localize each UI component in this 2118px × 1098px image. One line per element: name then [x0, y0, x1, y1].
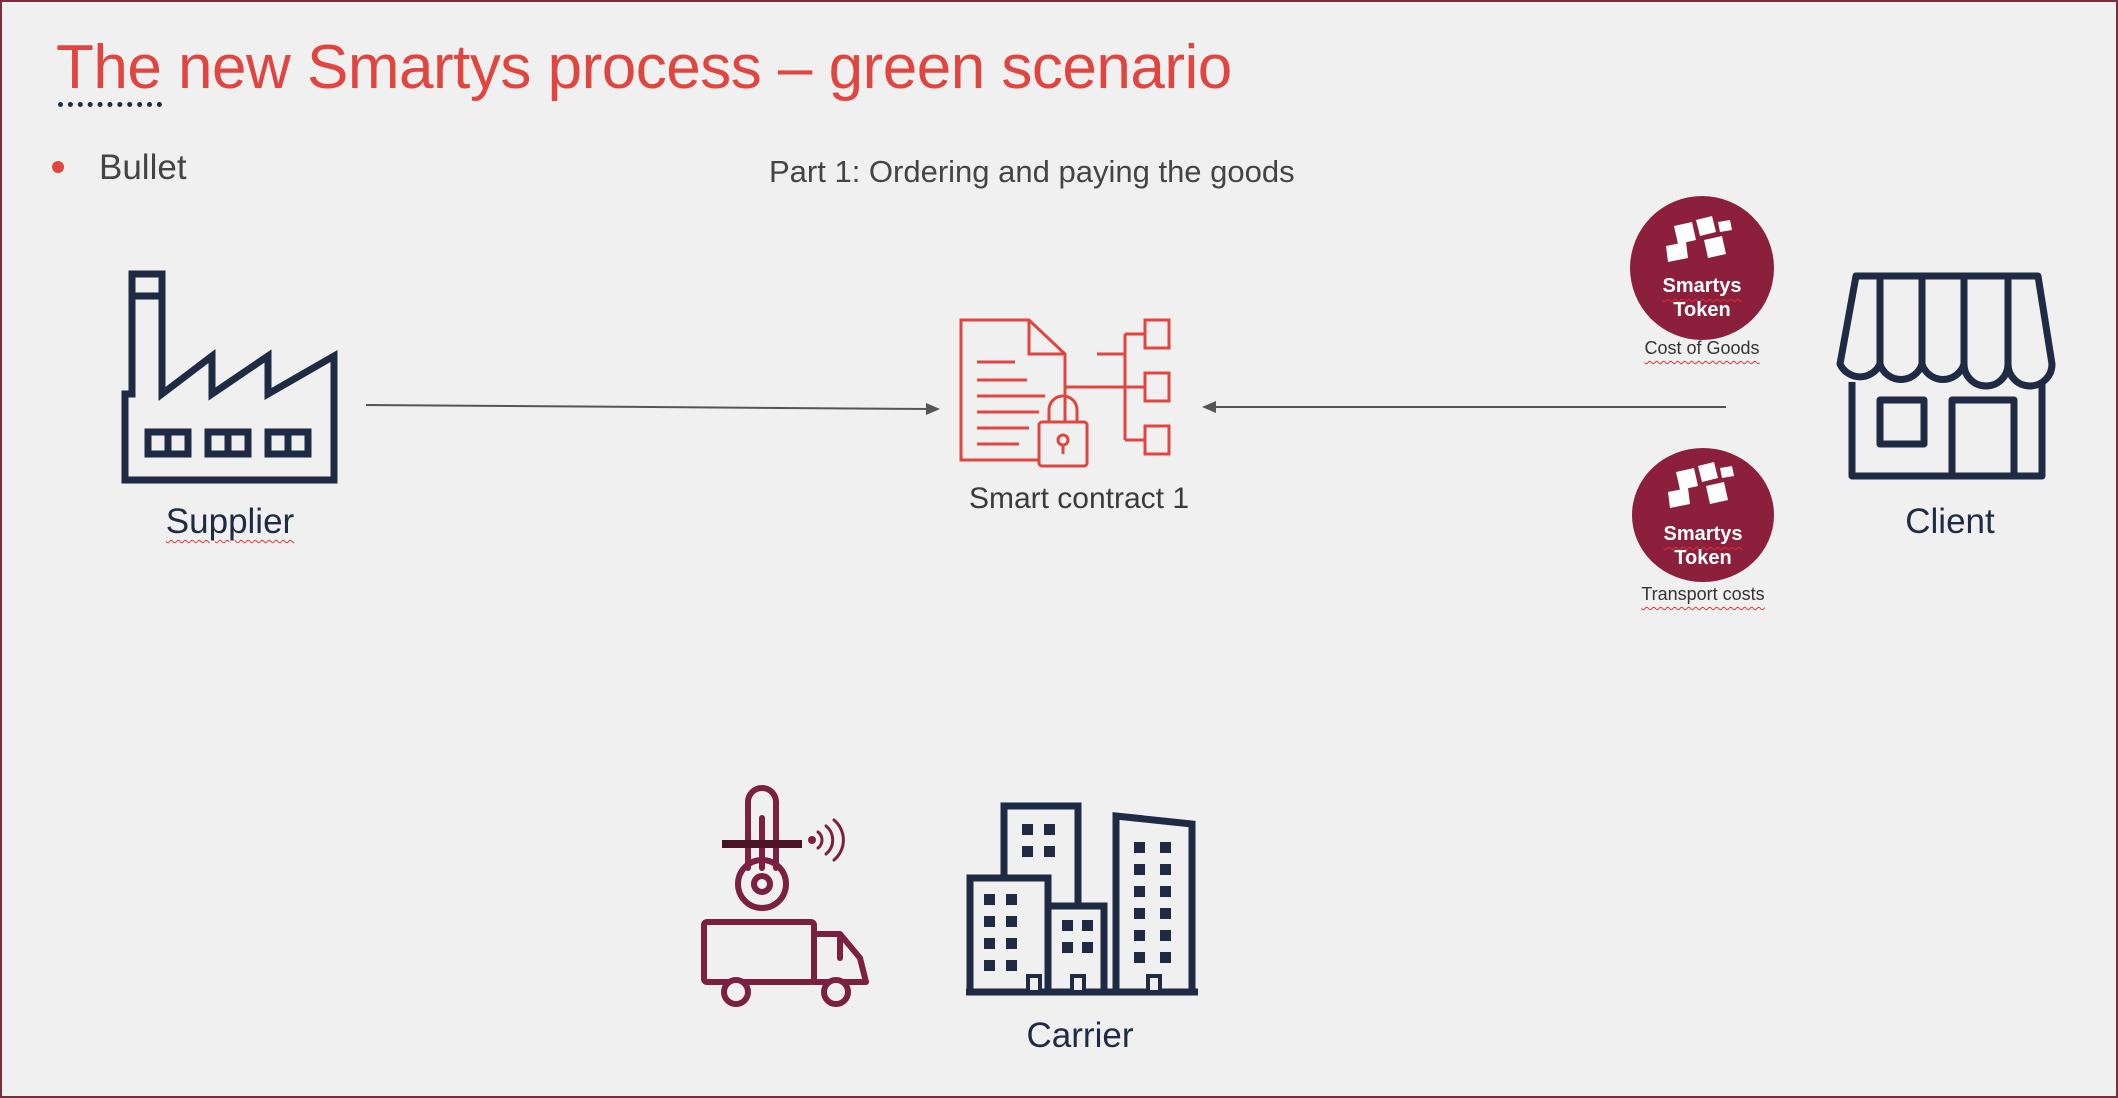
- arrow-client-to-contract: [1202, 401, 1726, 413]
- factory-icon: [121, 270, 338, 484]
- storefront-icon: [1836, 272, 2056, 480]
- carrier-label: Carrier: [1026, 1016, 1134, 1055]
- smart-contract-icon: [959, 318, 1171, 468]
- slide-title: The new Smartys process – green scenario: [56, 33, 1232, 102]
- token-line2: Token: [1673, 299, 1731, 321]
- bullet-text: Bullet: [99, 148, 187, 187]
- office-buildings-icon: [966, 802, 1198, 996]
- token-line2: Token: [1674, 547, 1732, 569]
- spellcheck-underline: [58, 102, 162, 107]
- part-subtitle: Part 1: Ordering and paying the goods: [769, 154, 1295, 189]
- bullet-marker: [52, 161, 64, 173]
- token-line1: Smartys: [1662, 275, 1742, 297]
- token-label: Smartys Token: [1664, 522, 1743, 570]
- token-line1: Smartys: [1663, 523, 1743, 545]
- arrow-supplier-to-contract: [365, 403, 940, 415]
- token-caption-cost-of-goods: Cost of Goods: [1644, 338, 1760, 358]
- token-caption-transport-costs: Transport costs: [1641, 584, 1765, 604]
- temperature-sensor-truck-icon: [701, 785, 869, 1007]
- smartys-token-icon: [1630, 196, 1774, 340]
- token-label: Smartys Token: [1663, 274, 1742, 322]
- smart-contract-label: Smart contract 1: [968, 482, 1190, 515]
- smartys-token-icon: [1632, 448, 1774, 582]
- supplier-label: Supplier: [165, 502, 295, 541]
- client-label: Client: [1905, 502, 1995, 541]
